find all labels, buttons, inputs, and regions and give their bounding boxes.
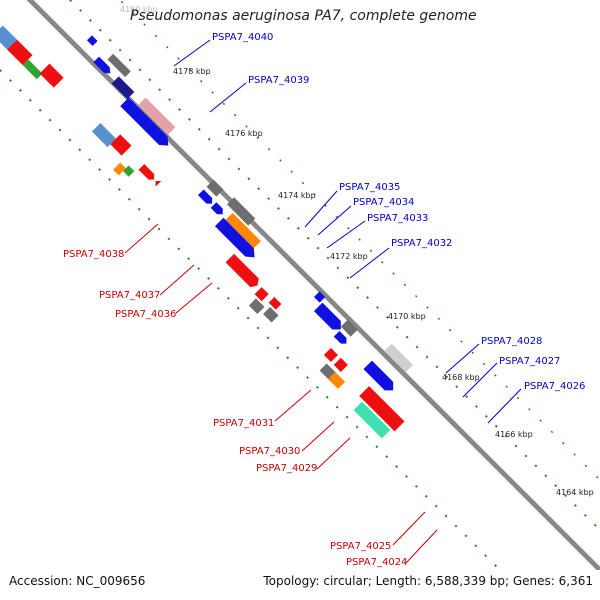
gene-rev-green[interactable]	[22, 59, 43, 80]
gene-label-4039[interactable]: PSPA7_4039	[248, 75, 309, 86]
gene-fwd-4026[interactable]	[332, 319, 359, 347]
tick-ring-inner-1	[0, 68, 502, 570]
gene-rev-4024[interactable]	[324, 357, 355, 389]
gene-label-4035[interactable]: PSPA7_4035	[339, 182, 400, 193]
gene-label-4037[interactable]: PSPA7_4037	[99, 290, 160, 301]
gene-rev-big-end[interactable]	[349, 386, 405, 441]
forward-leaders	[173, 39, 522, 424]
gene-fwd-4025a[interactable]	[363, 342, 415, 394]
gene-rev-4029[interactable]	[260, 296, 285, 323]
tick-label-4176: 4176 kbp	[225, 129, 263, 138]
gene-label-4031[interactable]: PSPA7_4031	[213, 418, 274, 429]
tick-label-4170: 4170 kbp	[388, 312, 426, 321]
tick-label-4174: 4174 kbp	[278, 191, 316, 200]
gene-fwd-4032[interactable]	[210, 197, 274, 261]
gene-label-4026[interactable]: PSPA7_4026	[524, 381, 585, 392]
gene-pink-1[interactable]	[138, 97, 176, 135]
gene-fwd-4028[interactable]	[313, 291, 326, 303]
gene-rev-4037[interactable]	[113, 160, 135, 181]
map-title: Pseudomonas aeruginosa PA7, complete gen…	[130, 8, 477, 24]
gene-fwd-4027[interactable]	[313, 302, 345, 334]
gene-fwd-4034[interactable]	[197, 189, 215, 207]
gene-rev-4036b[interactable]	[153, 178, 162, 187]
gene-label-4028[interactable]: PSPA7_4028	[481, 336, 542, 347]
gene-rev-top-1[interactable]	[0, 25, 33, 66]
gene-rev-top-2[interactable]	[39, 63, 64, 88]
gene-label-4036[interactable]: PSPA7_4036	[115, 309, 176, 320]
accession-label: Accession: NC_009656	[9, 574, 146, 588]
gene-label-4032[interactable]: PSPA7_4032	[391, 238, 452, 249]
gene-label-4024[interactable]: PSPA7_4024	[346, 557, 407, 568]
gene-rev-4038[interactable]	[91, 119, 132, 159]
gene-grey-1[interactable]	[107, 53, 131, 78]
tick-label-4168: 4168 kbp	[442, 373, 480, 382]
gene-fwd-4039[interactable]	[120, 97, 172, 150]
gene-label-4040[interactable]: PSPA7_4040	[212, 32, 273, 43]
gene-label-4025[interactable]: PSPA7_4025	[330, 541, 391, 552]
gene-fwd-4033[interactable]	[210, 202, 226, 217]
gene-fwd-4035[interactable]	[206, 179, 224, 197]
gene-label-4029[interactable]: PSPA7_4029	[256, 463, 317, 474]
gene-fwd-4040b[interactable]	[93, 56, 113, 77]
tick-label-4172: 4172 kbp	[330, 252, 368, 261]
gene-rev-4036[interactable]	[138, 164, 157, 182]
reverse-leaders	[124, 223, 438, 564]
gene-label-4038[interactable]: PSPA7_4038	[63, 249, 124, 260]
topology-label: Topology: circular; Length: 6,588,339 bp…	[263, 574, 593, 588]
gene-label-4034[interactable]: PSPA7_4034	[353, 197, 414, 208]
gene-fwd-4040[interactable]	[86, 35, 98, 46]
tick-label-4180: 4180 kbp	[120, 5, 158, 14]
gene-navy-1[interactable]	[111, 76, 135, 99]
tick-label-4166: 4166 kbp	[495, 430, 533, 439]
gene-label-4030[interactable]: PSPA7_4030	[239, 446, 300, 457]
gene-label-4027[interactable]: PSPA7_4027	[499, 356, 560, 367]
tick-label-4164: 4164 kbp	[556, 488, 594, 497]
tick-ring-outer	[68, 0, 600, 532]
gene-label-4033[interactable]: PSPA7_4033	[367, 213, 428, 224]
tick-label-4178: 4178 kbp	[173, 67, 211, 76]
gene-rev-4031[interactable]	[225, 253, 262, 290]
